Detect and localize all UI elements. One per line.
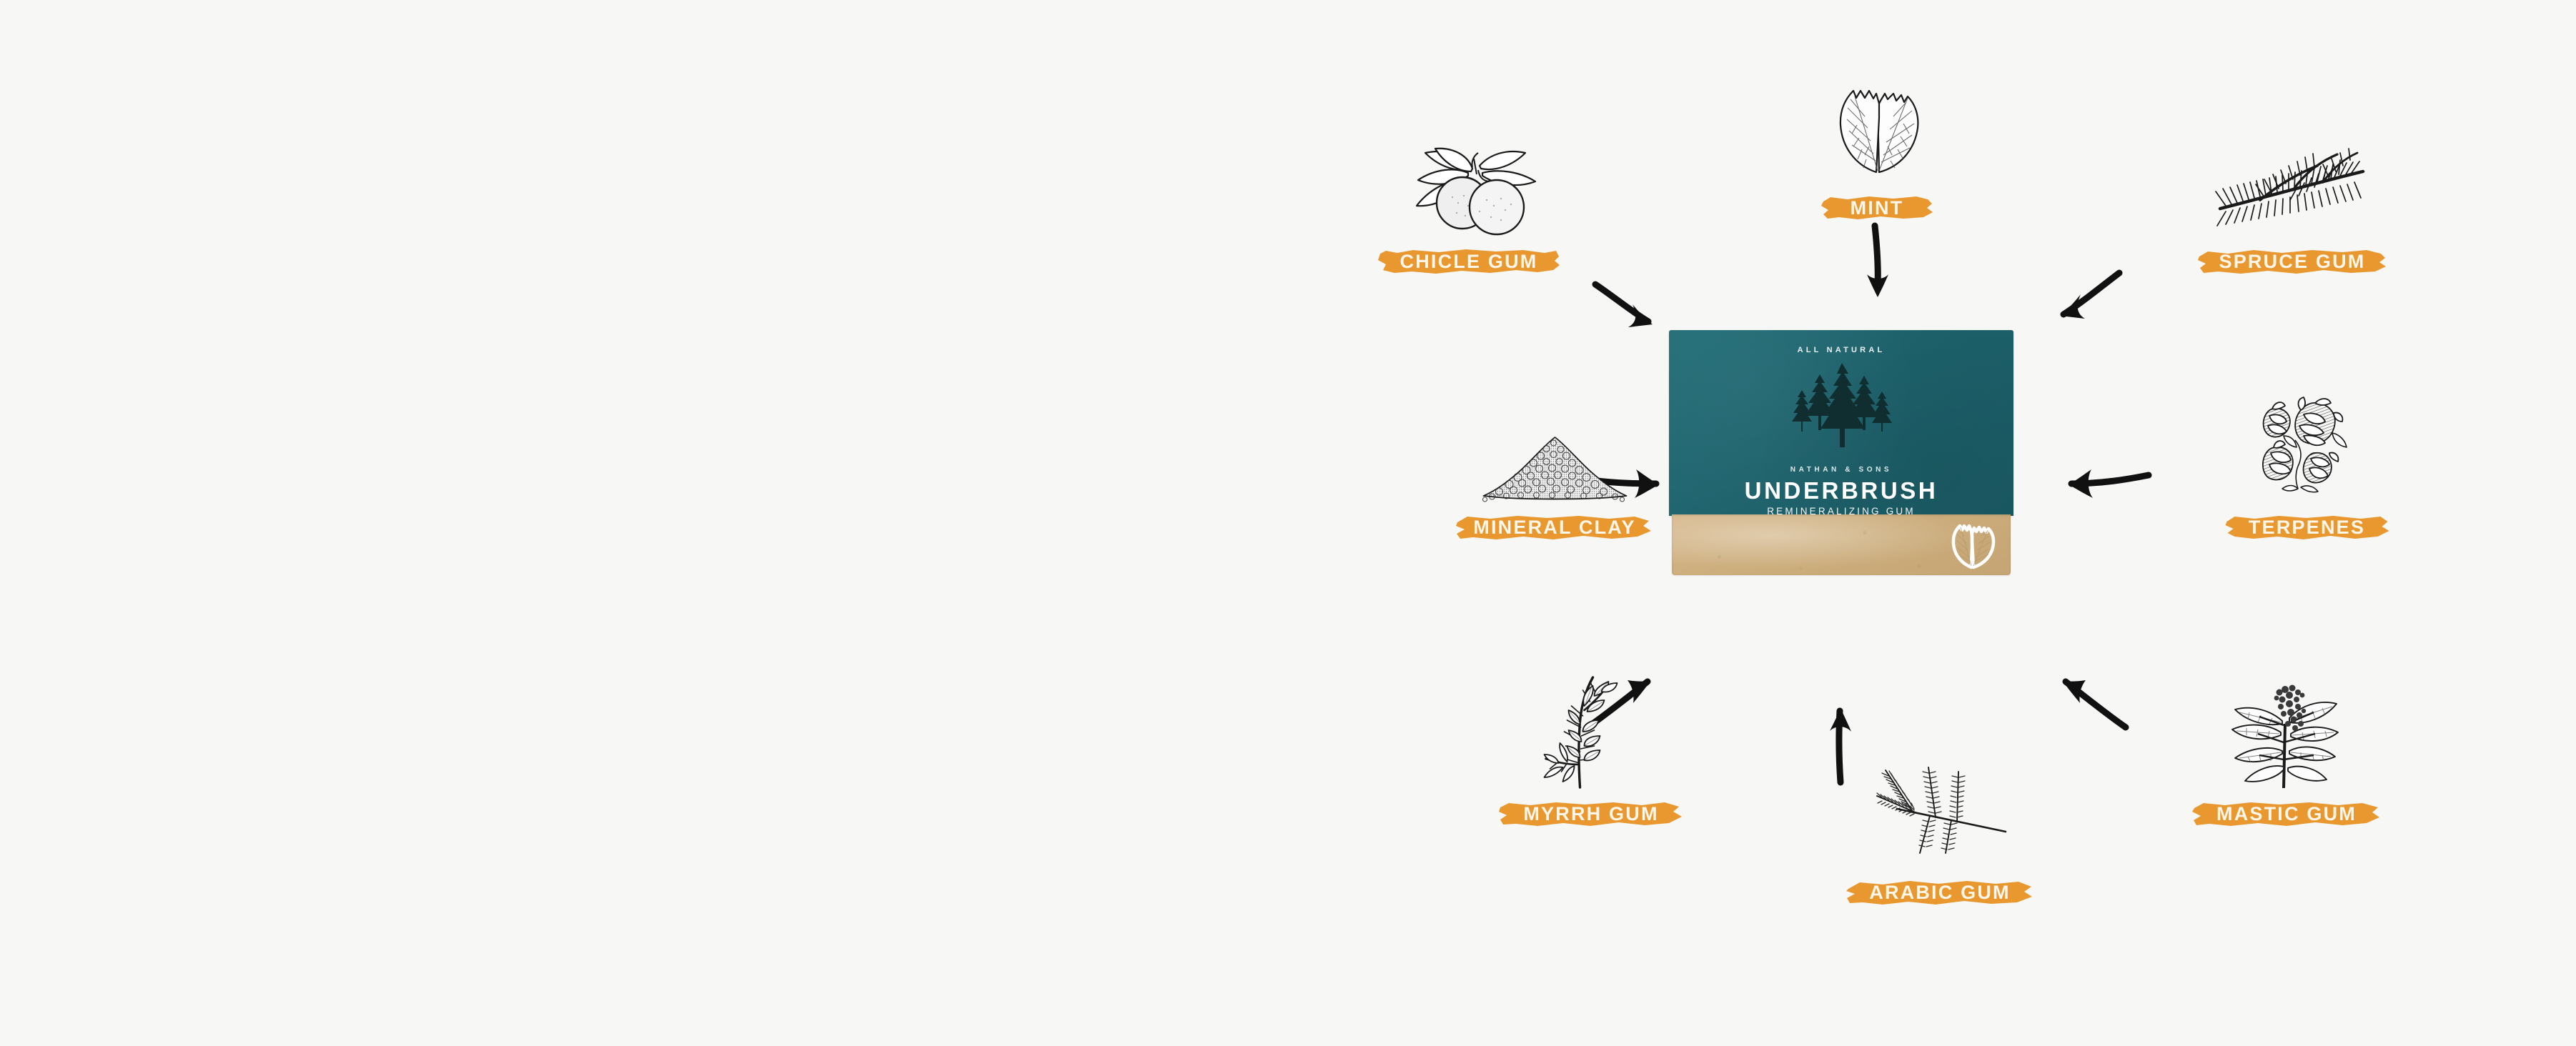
package-kraft-sleeve	[1672, 514, 2011, 575]
brush-stroke-shape	[1819, 193, 1935, 223]
arrow-terpenes-to-package	[2059, 461, 2152, 504]
brush-stroke-shape	[1497, 799, 1685, 829]
brush-stroke-shape	[2191, 799, 2382, 829]
badge-label: ARABIC GUM	[1869, 881, 2011, 903]
arrow-mastic-to-package	[2044, 672, 2130, 732]
arrow-mint-to-package	[1856, 222, 1898, 310]
brush-stroke-shape	[1455, 512, 1655, 542]
pine-trees-icon	[1788, 362, 1895, 454]
badge-label: MASTIC GUM	[2216, 802, 2357, 825]
badge-label: MINT	[1850, 196, 1904, 219]
acacia-leaf-icon	[1868, 762, 2011, 855]
package-all-natural-text: ALL NATURAL	[1797, 346, 1886, 354]
badge-arabic-gum[interactable]: ARABIC GUM	[1844, 877, 2036, 907]
brush-stroke-shape	[1376, 246, 1562, 277]
mint-leaves-icon	[1823, 75, 1931, 175]
badge-terpenes[interactable]: TERPENES	[2223, 512, 2391, 542]
badge-label: CHICLE GUM	[1400, 250, 1538, 272]
badge-mastic-gum[interactable]: MASTIC GUM	[2191, 799, 2382, 829]
arrow-spruce-to-package	[2041, 269, 2123, 331]
badge-label: MINERAL CLAY	[1473, 516, 1636, 538]
package-title: UNDERBRUSH	[1744, 477, 1938, 504]
badge-label: MYRRH GUM	[1523, 802, 1659, 825]
package-brand-text: NATHAN & SONS	[1790, 466, 1893, 474]
clay-granule-pile-icon	[1478, 429, 1632, 504]
badge-mineral-clay[interactable]: MINERAL CLAY	[1455, 512, 1655, 542]
package-subtitle: REMINERALIZING GUM	[1767, 506, 1916, 516]
badge-label: SPRUCE GUM	[2219, 250, 2366, 272]
chicle-fruit-icon	[1394, 137, 1544, 237]
badge-spruce-gum[interactable]: SPRUCE GUM	[2196, 246, 2388, 277]
hop-cones-icon	[2254, 384, 2361, 499]
arrow-arabic-to-package	[1819, 697, 1862, 786]
brush-stroke-shape	[2196, 246, 2388, 277]
brush-stroke-shape	[2223, 512, 2391, 542]
badge-chicle-gum[interactable]: CHICLE GUM	[1376, 246, 1562, 277]
package-front-panel: ALL NATURAL	[1669, 330, 2013, 516]
badge-label: TERPENES	[2248, 516, 2366, 538]
brush-stroke-shape	[1844, 877, 2036, 907]
product-package[interactable]: ALL NATURAL	[1669, 330, 2013, 575]
spruce-branch-icon	[2210, 140, 2374, 233]
mint-leaf-stamp-icon	[1948, 520, 1998, 574]
badge-mint[interactable]: MINT	[1819, 193, 1935, 223]
badge-myrrh-gum[interactable]: MYRRH GUM	[1497, 799, 1685, 829]
arrow-chicle-to-package	[1592, 280, 1671, 337]
mastic-sprig-icon	[2229, 682, 2344, 790]
myrrh-branch-icon	[1543, 672, 1640, 790]
